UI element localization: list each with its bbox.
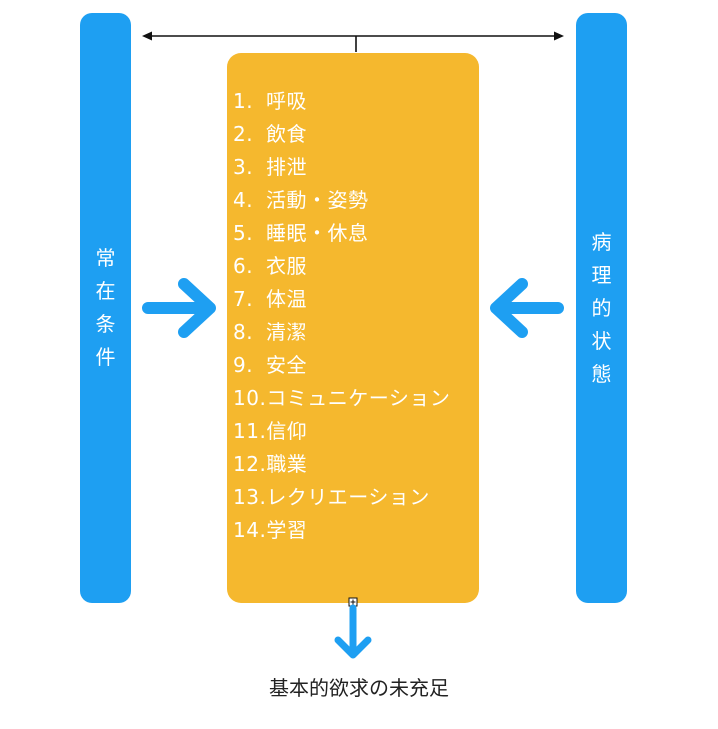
outcome-label: 基本的欲求の未充足 — [269, 676, 449, 700]
right-pillar-label: 病 理 的 状 態 — [591, 229, 612, 386]
need-item-13: 13.レクリエーション — [233, 485, 430, 509]
right-pillar-pathological-state: 病 理 的 状 態 — [576, 13, 627, 603]
need-item-2: 2.飲食 — [233, 122, 307, 146]
down-arrow-icon — [334, 604, 372, 659]
left-arrow-right-icon — [142, 278, 216, 338]
need-item-5: 5.睡眠・休息 — [233, 221, 369, 245]
need-item-8: 8.清潔 — [233, 320, 307, 344]
need-item-10: 10.コミュニケーション — [233, 386, 451, 410]
need-item-7: 7.体温 — [233, 287, 307, 311]
need-item-1: 1.呼吸 — [233, 89, 307, 113]
need-item-4: 4.活動・姿勢 — [233, 188, 369, 212]
need-item-11: 11.信仰 — [233, 419, 308, 443]
left-pillar-label: 常 在 条 件 — [95, 246, 116, 369]
left-pillar-constant-conditions: 常 在 条 件 — [80, 13, 131, 603]
top-double-arrow — [142, 31, 564, 52]
need-item-9: 9.安全 — [233, 353, 307, 377]
need-item-3: 3.排泄 — [233, 155, 307, 179]
need-item-14: 14.学習 — [233, 518, 308, 542]
need-item-12: 12.職業 — [233, 452, 308, 476]
right-arrow-left-icon — [490, 278, 564, 338]
basic-needs-list: 1.呼吸 2.飲食 3.排泄 4.活動・姿勢 5.睡眠・休息 6.衣服 7.体温… — [233, 85, 450, 547]
need-item-6: 6.衣服 — [233, 254, 307, 278]
basic-needs-box — [227, 53, 479, 603]
